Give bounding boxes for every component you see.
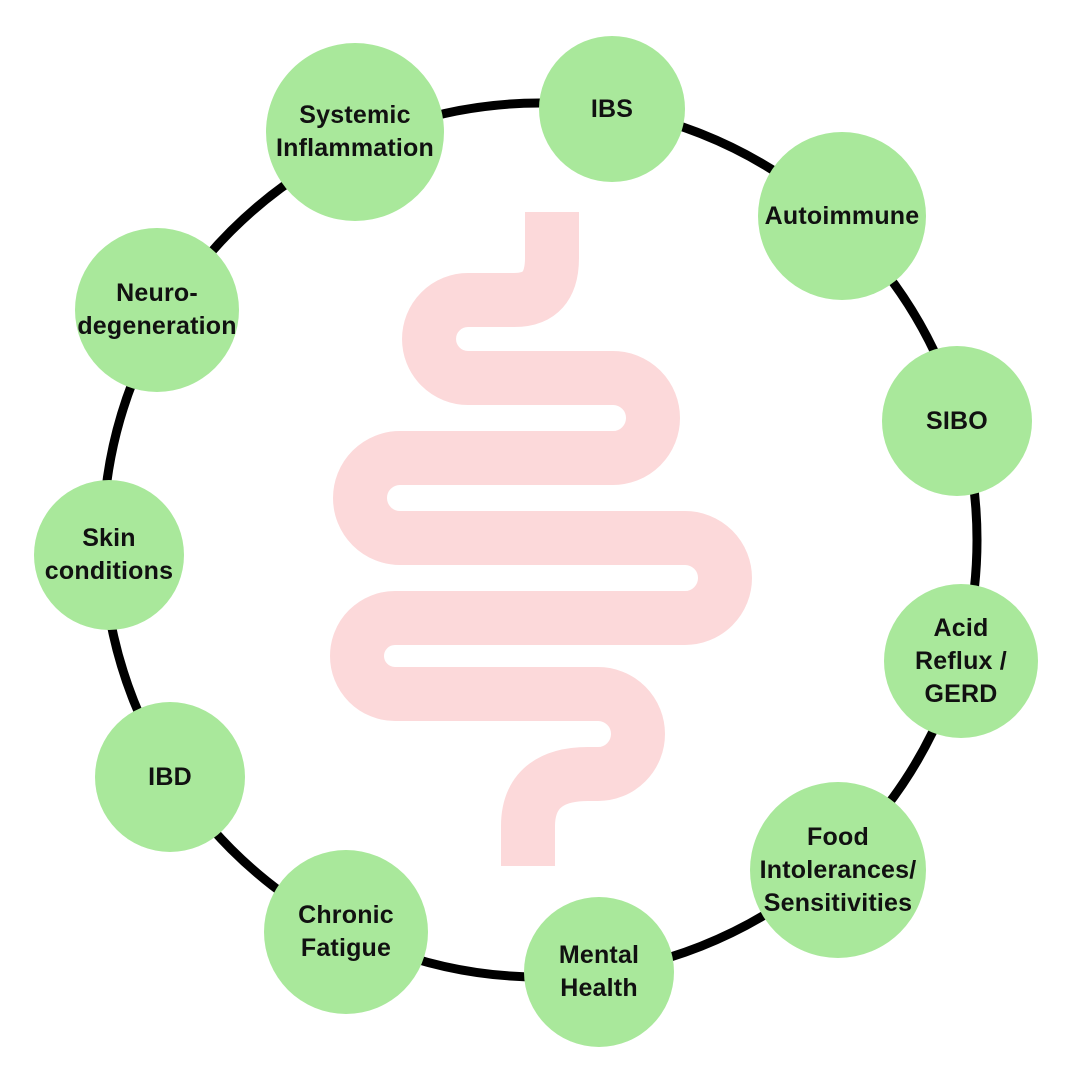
node-chronic-fatigue: Chronic Fatigue [264, 850, 428, 1014]
intestine-icon [330, 212, 752, 866]
node-autoimmune-label: Autoimmune [764, 201, 920, 230]
node-food-intolerances-label: Food Intolerances/ Sensitivities [759, 822, 917, 917]
node-acid-reflux-gerd: Acid Reflux / GERD [884, 584, 1038, 738]
node-ibd-label: IBD [148, 762, 192, 791]
node-food-intolerances: Food Intolerances/ Sensitivities [750, 782, 926, 958]
node-sibo-label: SIBO [926, 406, 988, 435]
node-systemic-inflammation: Systemic Inflammation [266, 43, 444, 221]
node-autoimmune: Autoimmune [758, 132, 926, 300]
node-ibs: IBS [539, 36, 685, 182]
node-systemic-inflammation-label: Systemic Inflammation [276, 101, 434, 162]
node-acid-reflux-gerd-label: Acid Reflux / GERD [915, 613, 1007, 708]
node-neurodegeneration-label: Neuro- degeneration [77, 279, 237, 340]
node-skin-conditions: Skin conditions [34, 480, 184, 630]
node-mental-health: Mental Health [524, 897, 674, 1047]
node-sibo: SIBO [882, 346, 1032, 496]
node-chronic-fatigue-label: Chronic Fatigue [298, 901, 394, 962]
node-neurodegeneration: Neuro- degeneration [75, 228, 239, 392]
node-ibd: IBD [95, 702, 245, 852]
node-skin-conditions-label: Skin conditions [44, 524, 174, 585]
node-mental-health-label: Mental Health [558, 941, 640, 1002]
node-ibs-label: IBS [590, 94, 634, 123]
